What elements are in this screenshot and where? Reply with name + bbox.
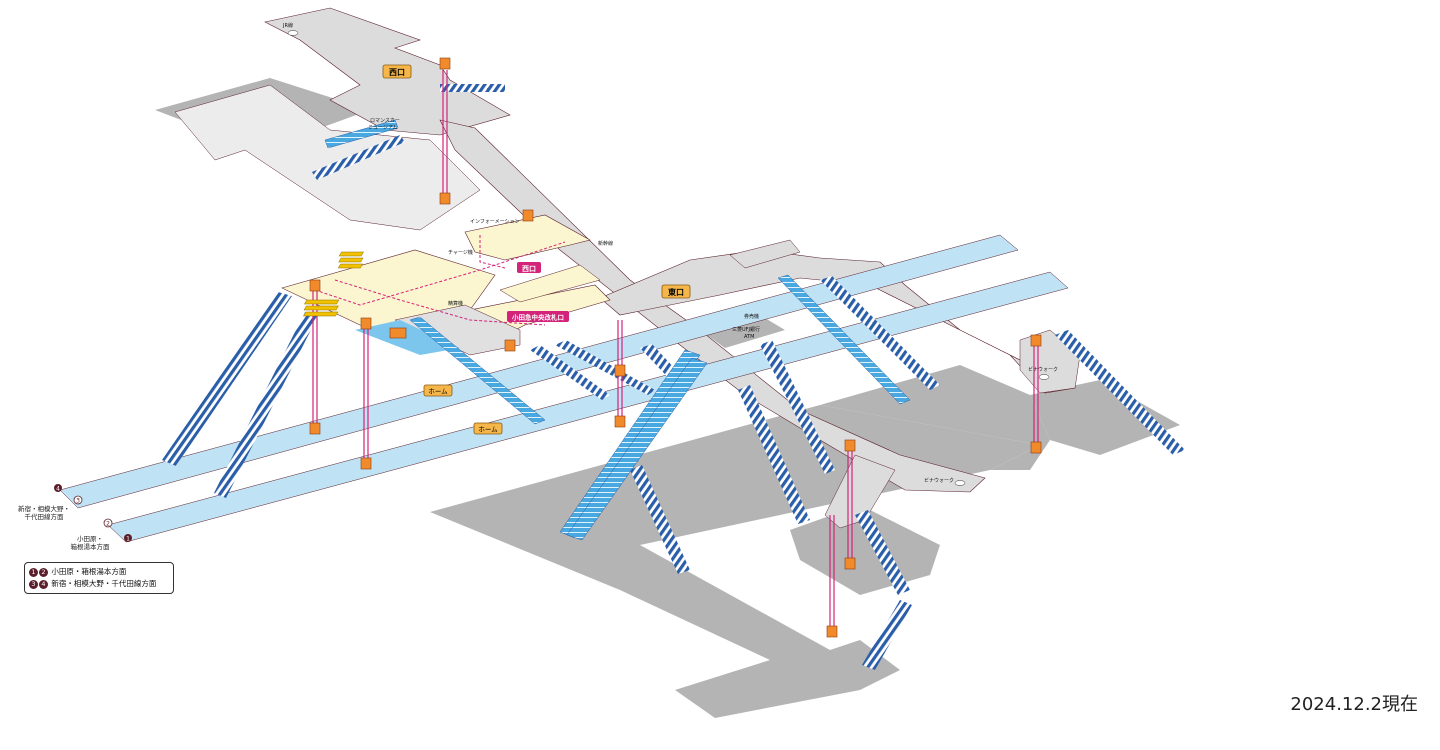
atm-label: ATM [744, 334, 754, 340]
platform-label-2: ホーム [478, 426, 498, 434]
ticket-gates [303, 251, 364, 317]
track-number-3: 3 [76, 498, 80, 505]
platform-tag-2: ホーム [473, 422, 503, 435]
escalators [324, 119, 911, 541]
exit-west-lower-tag[interactable]: 西口 [517, 262, 541, 273]
central-gate-label: 小田急中央改札口 [511, 313, 564, 322]
platform-tag-1: ホーム [423, 384, 453, 397]
exit-west-upper-tag[interactable]: 西口 [382, 64, 412, 79]
place-labels: JR線 ロマンスカー ミュージアム インフォーメーション チャージ機 精算機 新… [282, 22, 1058, 486]
central-gate-tag[interactable]: 小田急中央改札口 [507, 311, 569, 322]
track-number-1: 1 [126, 536, 130, 543]
legend-num-3: 3 [29, 579, 38, 589]
jr-line-arrow-icon [287, 30, 299, 36]
information-label: インフォーメーション [470, 219, 520, 225]
exit-west-lower-label: 西口 [522, 265, 536, 273]
vina-walk-label-1: ビナウォーク [1028, 366, 1058, 373]
jr-line-label: JR線 [282, 22, 293, 29]
ticket-machine-label: 券売機 [744, 313, 759, 320]
track-numbers: 4 3 2 1 [54, 484, 132, 543]
vina-walk-arrow-icon-1 [1038, 374, 1050, 380]
legend-num-2: 2 [39, 567, 48, 577]
direction-note-upper: 新宿・相模大野・ 千代田線方面 [18, 505, 70, 521]
fare-adjust-label: 精算機 [448, 300, 463, 307]
platforms [59, 234, 1069, 543]
walking-routes [314, 235, 566, 326]
legend-text-1: 小田原・箱根湯本方面 [51, 567, 127, 576]
vina-walk-arrow-icon-2 [954, 480, 966, 486]
romancecar-label: ロマンスカー [370, 118, 400, 124]
exit-east-label: 東口 [668, 287, 684, 297]
platform-label-1: ホーム [428, 388, 448, 396]
exit-west-upper-label: 西口 [389, 68, 405, 77]
direction-note-lower-text: 小田原・ 箱根湯本方面 [70, 535, 110, 551]
exit-east-tag[interactable]: 東口 [661, 284, 691, 299]
ground-level [155, 78, 1180, 718]
charge-machine-label: チャージ機 [448, 249, 473, 256]
as-of-date: 2024.12.2現在 [1290, 694, 1418, 715]
romancecar-lounge-label: ミュージアム [368, 125, 398, 131]
track-number-4: 4 [56, 486, 60, 493]
gate-floor [281, 214, 611, 356]
direction-note-lower: 小田原・ 箱根湯本方面 [65, 535, 115, 551]
legend-num-1: 1 [29, 567, 38, 577]
vina-walk-label-2: ビナウォーク [924, 477, 954, 484]
main-walkway [439, 119, 1081, 529]
shinkansen-label: 新幹線 [598, 240, 613, 247]
legend-text-2: 新宿・相模大野・千代田線方面 [51, 579, 157, 588]
stairs [162, 84, 1185, 670]
atm-bank-label: 三菱UFJ銀行 [732, 326, 760, 333]
elevator-icons [309, 57, 1042, 638]
direction-note-upper-text: 新宿・相模大野・ 千代田線方面 [18, 505, 70, 521]
legend-num-4: 4 [39, 579, 48, 589]
track-number-2: 2 [106, 521, 110, 528]
